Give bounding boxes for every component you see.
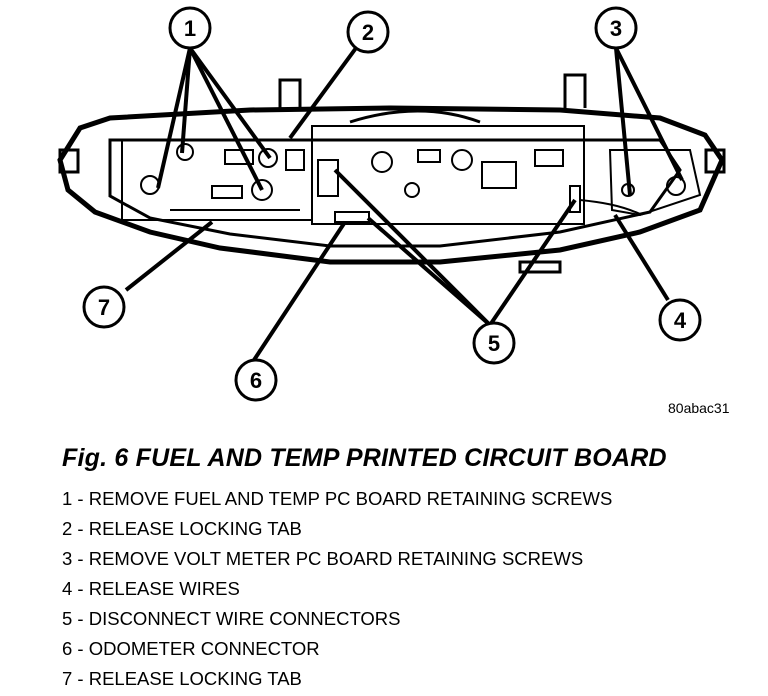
callout-7: 7 — [82, 285, 126, 329]
callout-6-label: 6 — [250, 368, 262, 393]
volt-meter-board — [579, 149, 702, 217]
callout-5: 5 — [472, 321, 516, 365]
callout-5-label: 5 — [488, 331, 500, 356]
leader-lines — [124, 46, 684, 362]
callout-2: 2 — [346, 10, 390, 54]
callout-6: 6 — [234, 358, 278, 402]
circuit-board-illustration: 1 2 3 4 5 6 7 — [57, 6, 726, 402]
legend-item: 5 - DISCONNECT WIRE CONNECTORS — [62, 608, 401, 629]
callout-4: 4 — [658, 298, 702, 342]
callout-2-label: 2 — [362, 20, 374, 45]
legend-item: 3 - REMOVE VOLT METER PC BOARD RETAINING… — [62, 548, 584, 569]
image-reference-code: 80abac31 — [668, 400, 730, 416]
center-board — [311, 125, 585, 225]
callout-1-label: 1 — [184, 16, 196, 41]
fuel-temp-board — [121, 139, 313, 221]
callout-legend: 1 - REMOVE FUEL AND TEMP PC BOARD RETAIN… — [62, 484, 612, 694]
callout-3: 3 — [594, 6, 638, 50]
callout-1: 1 — [168, 6, 212, 50]
legend-item: 4 - RELEASE WIRES — [62, 578, 240, 599]
legend-item: 6 - ODOMETER CONNECTOR — [62, 638, 320, 659]
legend-item: 2 - RELEASE LOCKING TAB — [62, 518, 302, 539]
callout-4-label: 4 — [674, 308, 687, 333]
legend-item: 7 - RELEASE LOCKING TAB — [62, 668, 302, 689]
callout-7-label: 7 — [98, 295, 110, 320]
callout-3-label: 3 — [610, 16, 622, 41]
legend-item: 1 - REMOVE FUEL AND TEMP PC BOARD RETAIN… — [62, 488, 613, 509]
figure-title: Fig. 6 FUEL AND TEMP PRINTED CIRCUIT BOA… — [62, 444, 667, 472]
